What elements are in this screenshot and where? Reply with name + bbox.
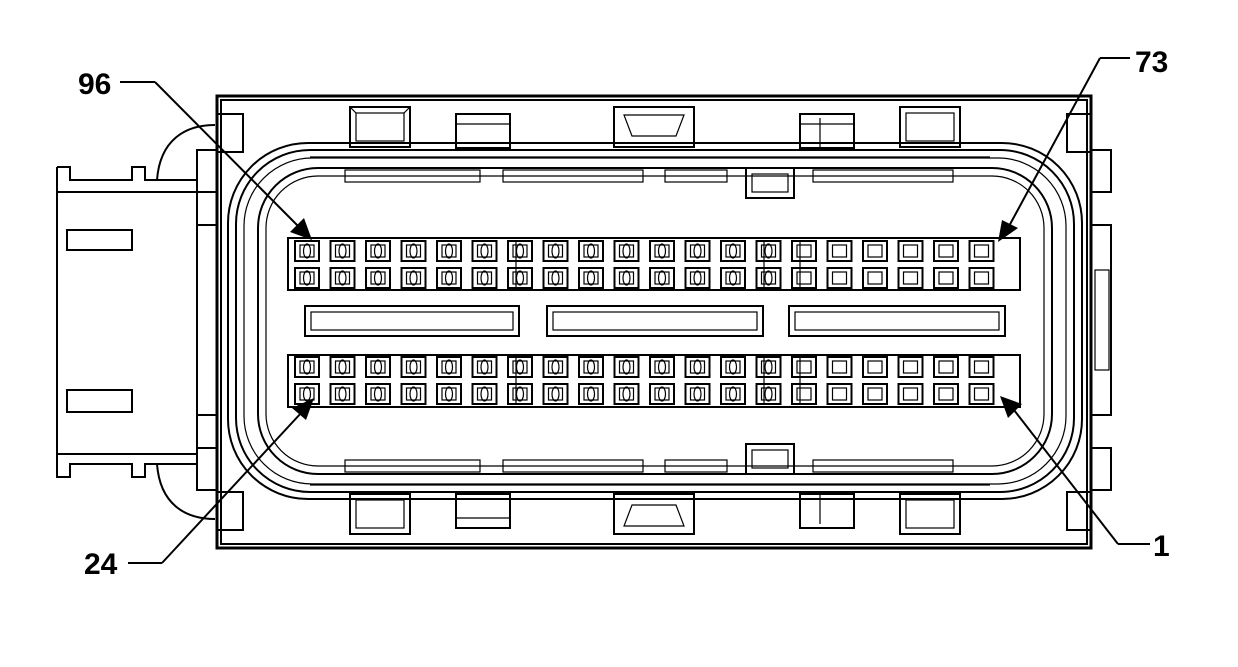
bottom-clips [349, 493, 961, 535]
pin-cavity [684, 240, 711, 262]
upper-pin-block-outline [287, 237, 1021, 291]
pin-cavity [294, 356, 320, 378]
pin-cavity [294, 240, 320, 262]
pin-cavity [365, 383, 391, 405]
pin-cavity [755, 383, 782, 405]
pin-cavity [400, 383, 427, 405]
pin-cavity [755, 267, 782, 289]
lower-pin-block-outline [287, 354, 1021, 408]
pin-cavity [755, 240, 782, 262]
pin-cavity [578, 383, 604, 405]
pin-cavity [329, 240, 356, 262]
pin-cavity [862, 356, 888, 378]
pin-cavity [329, 267, 356, 289]
pin-cavity [897, 267, 924, 289]
pin-cavity [897, 383, 924, 405]
pin-cavity [578, 267, 604, 289]
pin-cavity [436, 356, 462, 378]
pin-cavity [826, 240, 853, 262]
pin-cavity [649, 240, 675, 262]
pin-cavity [542, 383, 569, 405]
pin-cavity [613, 240, 640, 262]
pin-cavity [684, 267, 711, 289]
pin-cavity [862, 240, 888, 262]
pin-cavity [613, 383, 640, 405]
callout-label-1: 1 [1153, 530, 1170, 563]
callout-73: 73 [998, 46, 1168, 242]
pin-cavity [542, 356, 569, 378]
pin-cavity [507, 383, 533, 405]
pin-cavity [329, 383, 356, 405]
pin-cavity [968, 240, 995, 262]
pin-cavity [365, 356, 391, 378]
pin-cavity [613, 356, 640, 378]
callout-1: 1 [1000, 396, 1170, 563]
pin-cavity [400, 240, 427, 262]
pin-cavity [968, 356, 995, 378]
pin-cavity [436, 267, 462, 289]
pin-cavity [933, 356, 959, 378]
pin-cavity [578, 240, 604, 262]
pin-cavity [968, 267, 995, 289]
pin-cavity [613, 267, 640, 289]
pin-cavity [826, 267, 853, 289]
pin-cavity [329, 356, 356, 378]
pin-cavity [507, 240, 533, 262]
pin-cavity [968, 383, 995, 405]
pin-cavity [578, 356, 604, 378]
pin-cavity [649, 267, 675, 289]
pin-cavity [436, 383, 462, 405]
connector-housing [196, 94, 1112, 550]
callout-label-96: 96 [78, 68, 111, 101]
pin-cavity [720, 240, 746, 262]
pin-cavity [365, 240, 391, 262]
pin-cavity [471, 383, 498, 405]
pin-cavity [649, 383, 675, 405]
left-latch [56, 124, 216, 520]
pin-cavity [720, 383, 746, 405]
pin-cavity [294, 383, 320, 405]
pin-cavity [897, 356, 924, 378]
pin-cavity [791, 267, 817, 289]
pin-cavity [507, 356, 533, 378]
callout-24: 24 [84, 398, 314, 581]
pin-cavity [933, 267, 959, 289]
pin-cavity [649, 356, 675, 378]
callout-label-24: 24 [84, 548, 118, 581]
pin-cavity [933, 383, 959, 405]
center-slots [304, 305, 1006, 337]
pin-cavity [542, 240, 569, 262]
pin-cavity [471, 356, 498, 378]
pin-cavity [365, 267, 391, 289]
callout-label-73: 73 [1135, 46, 1168, 79]
pin-cavity [436, 240, 462, 262]
pin-cavity [542, 267, 569, 289]
pin-cavity [826, 356, 853, 378]
connector-shroud [227, 142, 1083, 500]
pin-cavity [507, 267, 533, 289]
pin-cavity [684, 383, 711, 405]
pin-cavity [826, 383, 853, 405]
pin-cavity [862, 267, 888, 289]
callout-96: 96 [78, 68, 312, 240]
pin-cavity [897, 240, 924, 262]
pin-cavity [294, 267, 320, 289]
pin-cavity [720, 356, 746, 378]
pin-cavity [471, 267, 498, 289]
pin-cavity [684, 356, 711, 378]
pin-cavity [471, 240, 498, 262]
pin-cavity [791, 356, 817, 378]
pin-cavity [720, 267, 746, 289]
pin-field [287, 237, 1021, 408]
pin-cavity [755, 356, 782, 378]
pin-cavity [933, 240, 959, 262]
pin-cavity [400, 267, 427, 289]
top-clips [349, 106, 961, 149]
pin-cavity [791, 240, 817, 262]
pin-cavity [400, 356, 427, 378]
pin-cavity [862, 383, 888, 405]
pin-cavity [791, 383, 817, 405]
